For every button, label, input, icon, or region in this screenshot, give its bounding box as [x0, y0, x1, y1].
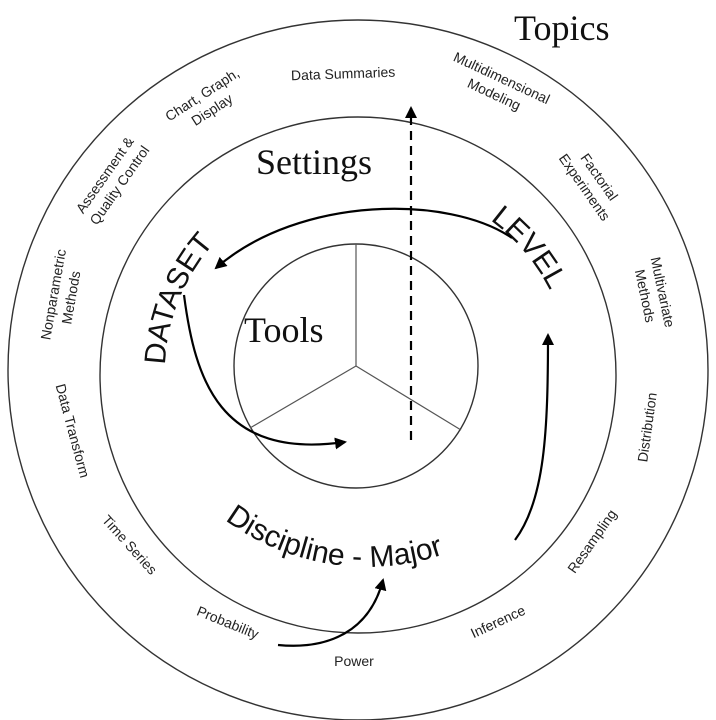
topic-multivariate-methods: Multivariate Methods [632, 255, 678, 329]
topics-heading: Topics [514, 8, 609, 48]
dataset-label: DATASET [139, 227, 220, 366]
topic-inference: Inference [468, 602, 528, 641]
topic-data-summaries: Data Summaries [291, 64, 396, 84]
tools-divider-right [355, 365, 462, 431]
probability-to-discipline-arrow [277, 578, 387, 647]
tools-divider-left [249, 365, 357, 429]
discipline-to-level-arrow [514, 333, 554, 541]
topic-probability: Probability [195, 603, 262, 642]
dataset-label-path: DATASET [139, 227, 220, 366]
discipline-major-label: Discipline - Major [221, 499, 446, 575]
topic-factorial-experiments: Factorial Experiments [556, 150, 622, 223]
outer-ring [7, 19, 709, 720]
topic-data-transform: Data Transform [53, 382, 93, 479]
topic-resampling: Resampling [564, 506, 620, 576]
discipline-major-label-path: Discipline - Major [221, 499, 446, 575]
middle-ring [99, 116, 617, 634]
topic-power: Power [334, 653, 374, 669]
topic-nonparametric-methods: Nonparametric Methods [37, 248, 83, 341]
dataset-to-tools-arrow [182, 294, 347, 450]
tools-heading: Tools [244, 310, 324, 350]
topic-time-series: Time Series [99, 512, 161, 578]
topic-multidimensional-modeling: Multidimensional Modeling [451, 49, 552, 114]
topic-chart-graph-display: Chart, Graph, Display [162, 65, 242, 129]
level-to-dataset-arrow [214, 207, 513, 270]
topic-distribution: Distribution [634, 392, 660, 464]
settings-heading: Settings [256, 142, 372, 182]
topic-assessment-quality-control: Assessment & Quality Control [72, 133, 152, 228]
